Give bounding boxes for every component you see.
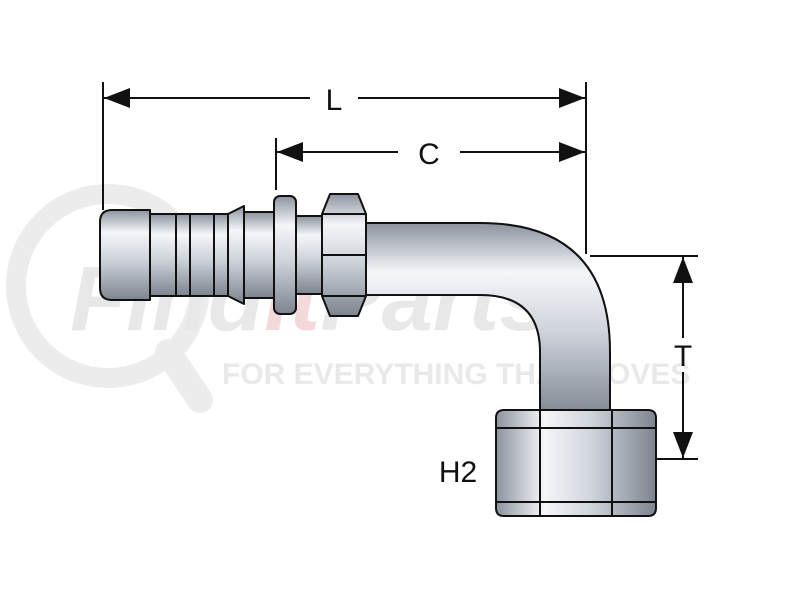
- dimension-label-t: T: [674, 340, 692, 373]
- barb-ring: [175, 213, 191, 297]
- hex-label-h2: H2: [439, 456, 477, 489]
- barb-ring: [213, 213, 229, 297]
- arrowhead-right: [559, 88, 585, 108]
- arrowhead-up: [673, 257, 693, 283]
- dimension-label-l: L: [326, 84, 343, 117]
- hose-stem-tip: [99, 209, 151, 301]
- barb-ring: [189, 213, 215, 297]
- barb-cone: [227, 205, 245, 305]
- arrowhead-left: [277, 142, 303, 162]
- elbow-tube: [361, 222, 611, 421]
- stem-body: [243, 211, 275, 299]
- swivel-nut-h2: [495, 409, 657, 517]
- watermark-tagline: FOR EVERYTHING THAT MOVES: [222, 358, 690, 391]
- ferrule-collar: [273, 195, 297, 315]
- dimension-label-c: C: [418, 138, 440, 171]
- hose-fitting: [99, 193, 657, 517]
- arrowhead-down: [673, 432, 693, 458]
- arrowhead-left: [104, 88, 130, 108]
- arrowhead-right: [559, 142, 585, 162]
- collar-neck: [295, 215, 325, 295]
- barb-ring: [149, 213, 177, 297]
- dimension-arrows: [104, 88, 693, 458]
